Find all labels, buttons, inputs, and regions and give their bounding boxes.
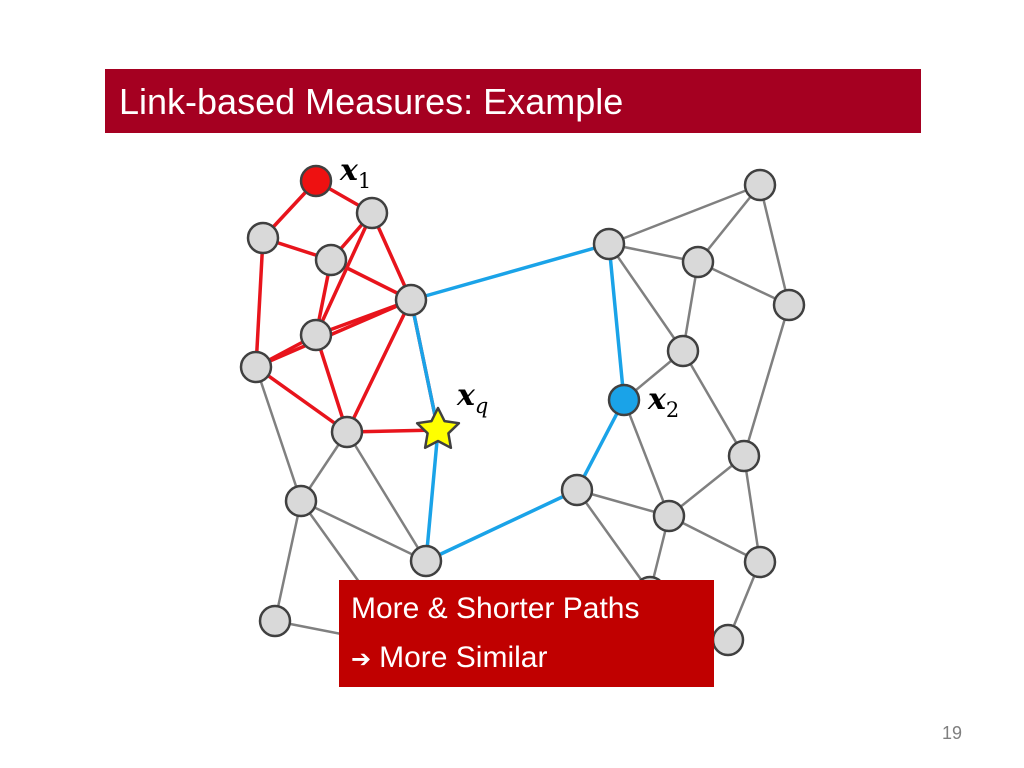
edge [254,298,413,369]
graph-node [743,545,777,579]
edge [607,242,626,402]
x2-node [607,383,641,417]
x1-node [299,164,333,198]
edge [681,349,746,458]
x2-label: x2 [647,382,679,422]
xq-label: xq [456,378,488,418]
edge [273,499,303,623]
edge [607,183,762,246]
edge [696,183,762,264]
xq-label-sub: q [475,394,488,418]
graph-node [409,544,443,578]
graph-node [666,334,700,368]
edge [299,499,428,563]
edge [409,298,440,432]
x1-label-sub: 1 [358,169,371,193]
page-number: 19 [941,723,962,743]
graph-node [743,168,777,202]
title-bar: Link-based Measures: Example [105,69,921,133]
callout-box: More & Shorter Paths ➔More Similar [339,580,714,687]
right-arrow-icon: ➔ [351,645,372,673]
edge [424,428,440,563]
edge [254,365,303,503]
callout-line-2: ➔More Similar [351,639,547,678]
edge [696,260,791,307]
graph-node [727,439,761,473]
edge [424,488,579,563]
edge [409,242,611,302]
edge [575,398,626,492]
graph-node [681,245,715,279]
graph-node [299,318,333,352]
callout-line-2-text: More Similar [379,641,548,674]
graph-node [355,196,389,230]
x2-label-main: x [647,382,667,417]
graph-node [239,350,273,384]
edge [314,211,374,337]
xq-label-main: x [456,378,476,413]
graph-node [772,288,806,322]
edge [607,242,685,353]
gray-edges [254,183,791,642]
graph-node [258,604,292,638]
x1-label: x1 [339,153,371,193]
x2-label-sub: 2 [666,398,679,422]
slide-title: Link-based Measures: Example [119,81,624,122]
graph-node [652,499,686,533]
edge [314,333,349,434]
blue-edges [409,242,626,563]
edge [622,398,671,518]
edge [345,298,413,434]
graph-node [560,473,594,507]
graph-node [330,415,364,449]
graph-node [711,623,745,657]
edge [254,236,265,369]
edge [742,303,791,458]
edge [667,514,762,564]
x1-label-main: x [339,153,359,188]
edge [345,430,428,563]
graph-node [592,227,626,261]
edge [575,488,652,594]
graph-node [394,283,428,317]
graph-node [314,243,348,277]
graph-node [246,221,280,255]
query-star-icon [415,406,461,450]
callout-line-1: More & Shorter Paths [351,592,640,625]
graph-nodes [239,168,806,657]
graph-node [284,484,318,518]
edge [742,454,762,564]
edge [758,183,791,307]
edge [254,365,349,434]
